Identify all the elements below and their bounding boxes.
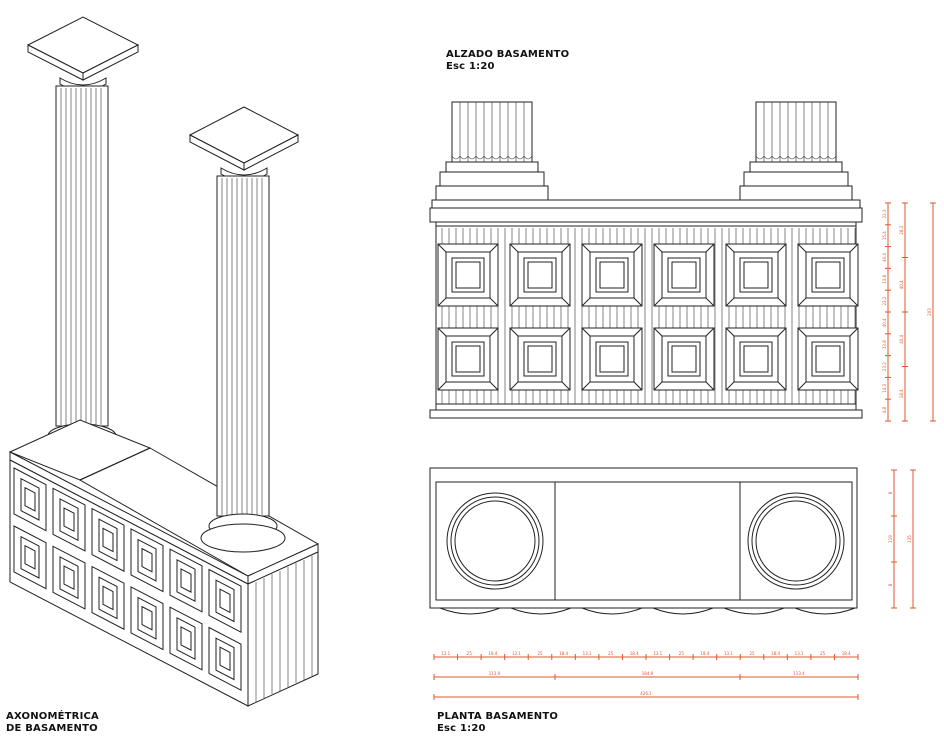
plan-foot (439, 607, 501, 615)
dimension-label: 40.4 (899, 334, 904, 343)
elevation-panel (581, 327, 643, 391)
plan-foot (794, 607, 856, 615)
dimension-label: 13.1 (795, 651, 804, 656)
dimension-label: 25 (467, 651, 473, 656)
dimension-label: 25 (820, 651, 826, 656)
dimension-label: 18.4 (559, 651, 568, 656)
dimension-label: 18.4 (700, 651, 709, 656)
plan-foot (510, 607, 572, 615)
plan-drawing (429, 467, 858, 615)
elevation-panel (437, 243, 499, 307)
dimension-label: 40.4 (899, 280, 904, 289)
dimension-label: 13.1 (653, 651, 662, 656)
dimension-label: 4.8 (882, 406, 887, 413)
axon-title-line1: AXONOMÉTRICA (6, 711, 99, 722)
axon-panel (52, 545, 86, 610)
column-right-shaft (200, 175, 286, 553)
elevation-panel (797, 327, 859, 391)
elevation-panel (509, 243, 571, 307)
dimension-label: 25 (679, 651, 685, 656)
elevation-drawing (429, 101, 863, 419)
elevation-panel (509, 327, 571, 391)
dimension-label: 426.1 (640, 691, 652, 696)
dimension-label: 18.4 (630, 651, 639, 656)
axon-panel (13, 467, 47, 532)
dimension-label: 18.4 (488, 651, 497, 656)
dimension-label: 15.4 (882, 231, 887, 240)
elevation-panel (797, 243, 859, 307)
axon-title-line2: DE BASAMENTO (6, 723, 98, 734)
dimension-label: 119 (888, 535, 893, 543)
elevation-panel (581, 243, 643, 307)
dimension-label: 113.9 (489, 671, 501, 676)
dimension-label: 113.4 (793, 671, 805, 676)
axon-panel (130, 528, 164, 593)
axon-panel (91, 565, 125, 631)
dimension-label: 18.4 (771, 651, 780, 656)
dimension-lines: 13.1 25 18.4 13.1 25 18.4 13.1 25 18.4 13.1 25 18.4… (433, 202, 936, 700)
column-right-capital (188, 106, 300, 182)
dimension-label: 8 (888, 491, 893, 494)
dimension-label: 18.4 (899, 389, 904, 398)
dimension-label: 22.3 (882, 209, 887, 218)
dimension-label: 135 (907, 535, 912, 543)
dimension-label: 203 (927, 308, 932, 316)
dimension-label: 25 (537, 651, 543, 656)
column-left-shaft (39, 85, 125, 463)
axon-panel (208, 626, 242, 691)
axon-panel (130, 586, 164, 651)
elevation-panel (653, 243, 715, 307)
axon-panel (208, 568, 242, 633)
dimension-label: 184.9 (642, 671, 654, 676)
dimension-label: 8 (888, 583, 893, 586)
dimension-label: 25 (749, 651, 755, 656)
dimension-label: 25 (608, 651, 614, 656)
dimension-label: 18.4 (842, 651, 851, 656)
dimension-label: 13.1 (512, 651, 521, 656)
elevation-panel (725, 327, 787, 391)
dimension-label: 13.8 (882, 340, 887, 349)
plan-foot (652, 607, 714, 615)
alzado-title: ALZADO BASAMENTO (446, 49, 570, 60)
dimension-label: 40.4 (882, 253, 887, 262)
axon-panel (52, 487, 86, 552)
dimension-label: 23.2 (882, 362, 887, 371)
column-left-capital (26, 16, 140, 92)
axon-panel (13, 525, 47, 590)
dimension-label: 40.4 (882, 318, 887, 327)
dimension-label: 28.3 (899, 225, 904, 234)
planta-scale: Esc 1:20 (437, 723, 486, 734)
dimension-label: 13.1 (724, 651, 733, 656)
dimension-label: 13.1 (441, 651, 450, 656)
planta-title: PLANTA BASAMENTO (437, 711, 559, 722)
alzado-scale: Esc 1:20 (446, 61, 495, 72)
dimension-label: 14.3 (882, 383, 887, 392)
elevation-panel (653, 327, 715, 391)
plan-foot (581, 607, 643, 615)
axon-panel (91, 507, 125, 573)
pedestal-panels (13, 467, 242, 691)
axon-panel (169, 606, 203, 671)
dimension-label: 23.2 (882, 296, 887, 305)
axon-panel (169, 548, 203, 613)
elevation-panel (437, 327, 499, 391)
dimension-label: 13.8 (882, 274, 887, 283)
elevation-panel (725, 243, 787, 307)
plan-foot (723, 607, 785, 615)
dimension-label: 13.1 (583, 651, 592, 656)
